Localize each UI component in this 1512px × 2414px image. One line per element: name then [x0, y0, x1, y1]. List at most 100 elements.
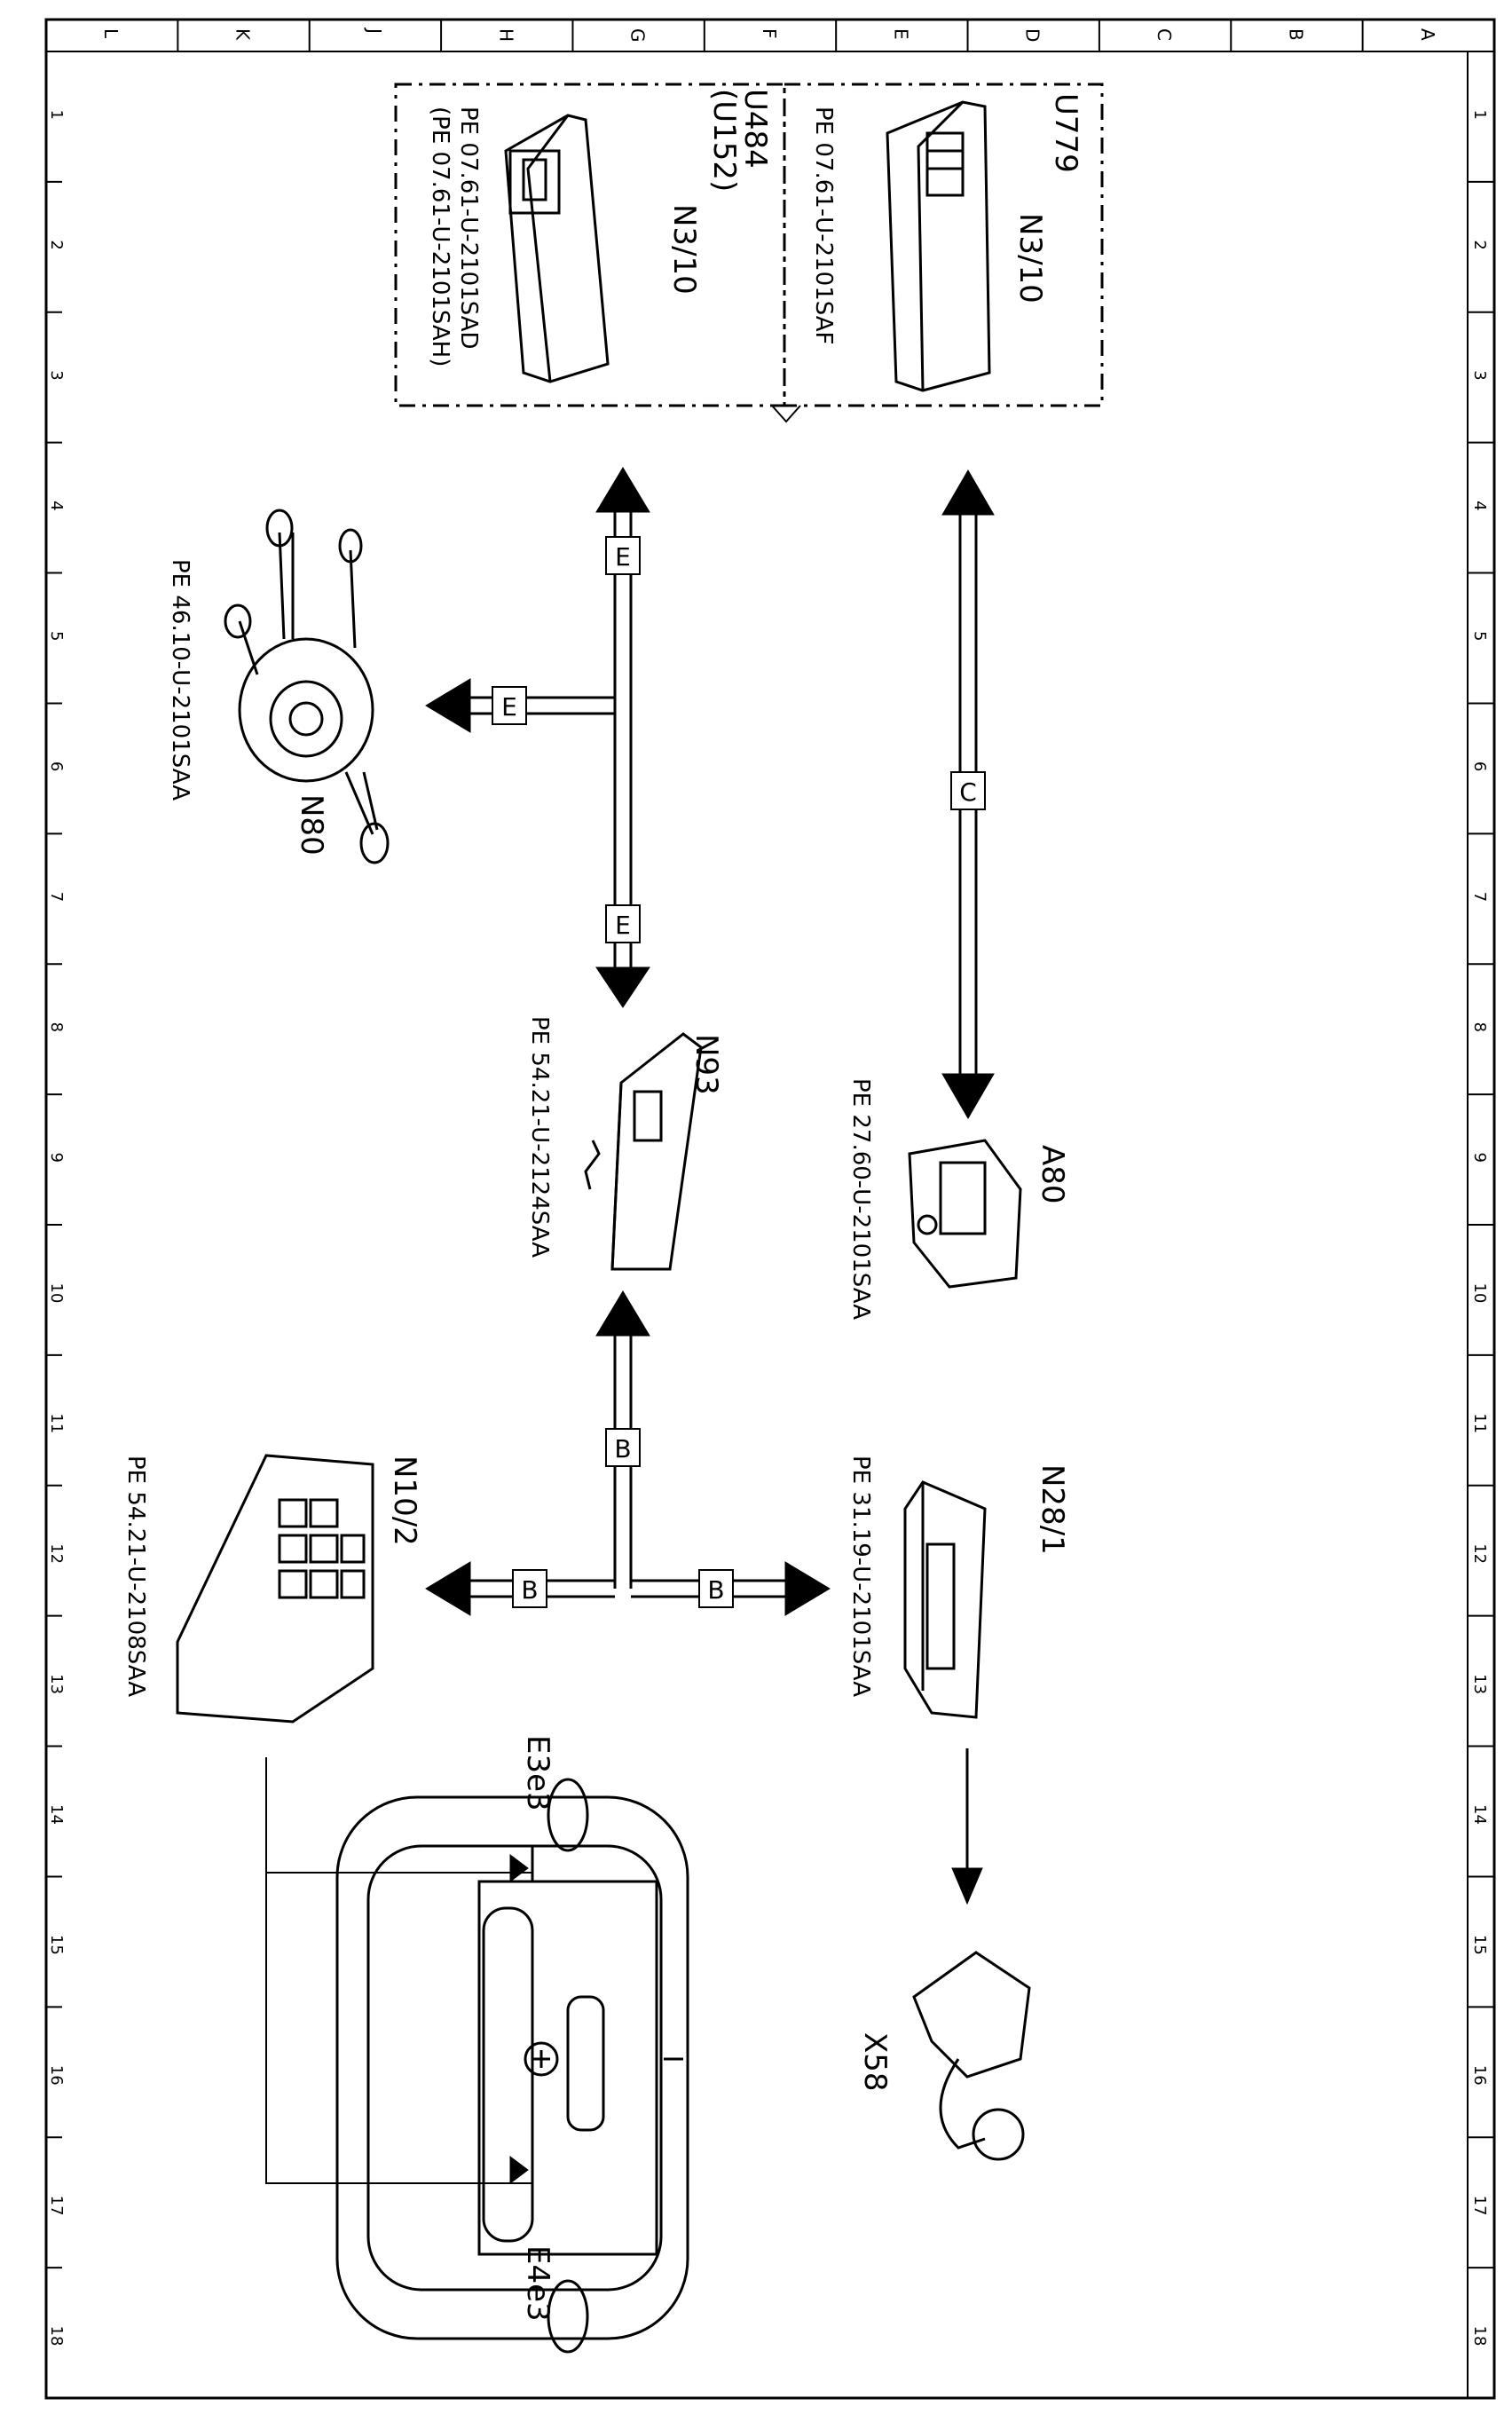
row-number: 6	[47, 761, 66, 771]
row-number: 10	[47, 1282, 66, 1303]
bus-b-line	[425, 1290, 831, 1616]
vehicle-outline	[335, 1795, 689, 2340]
u484-variant-label: U484	[737, 89, 773, 169]
e4e3-label: E4e3	[520, 2245, 555, 2322]
row-number: 7	[47, 892, 66, 902]
n80-label: N80	[294, 794, 329, 856]
n28-1-module	[903, 1480, 987, 1719]
n28-to-x58-arrow	[951, 1748, 983, 1905]
row-number: 9	[47, 1153, 66, 1163]
module-bracket-tip	[771, 405, 801, 423]
n93-module	[584, 1032, 703, 1271]
bus-e-label-2: E	[501, 692, 517, 722]
row-number: 18	[1470, 2326, 1489, 2347]
bus-b-label-3: B	[707, 1575, 724, 1605]
column-letter: L	[100, 28, 122, 39]
u152-variant-label: (U152)	[706, 89, 742, 192]
row-number: 5	[1470, 631, 1489, 641]
bus-c-label: C	[959, 777, 977, 807]
row-number: 4	[1470, 501, 1489, 510]
row-numbers: 1122334455667788991010111112121313141415…	[46, 109, 1494, 2346]
n80-steering-switch	[224, 509, 390, 864]
diagram-frame	[44, 18, 1496, 2400]
row-number: 13	[47, 1674, 66, 1694]
bus-e-label-3: E	[615, 911, 631, 940]
row-number: 15	[1470, 1935, 1489, 1955]
bus-c-tag: C	[950, 771, 986, 810]
row-number: 3	[47, 370, 66, 380]
row-number: 16	[47, 2065, 66, 2086]
column-letter: F	[759, 28, 780, 39]
n10-2-labels: N10/2 PE 54.21-U-2108SAA	[122, 1456, 422, 1697]
row-number: 14	[47, 1804, 66, 1825]
row-number: 9	[1470, 1153, 1489, 1163]
bus-b-label-1: B	[614, 1434, 631, 1463]
bus-e-line	[425, 467, 650, 1008]
n3-10-u484-device	[504, 114, 610, 383]
n3-10-u484-label: N3/10	[666, 204, 702, 295]
row-number: 5	[47, 631, 66, 641]
vehicle-labels: E3e3 E4e3	[520, 1735, 555, 2322]
row-number: 7	[1470, 892, 1489, 902]
column-letter: B	[1285, 28, 1306, 41]
x58-label: X58	[857, 2032, 893, 2092]
n10-2-label: N10/2	[387, 1456, 422, 1546]
row-number: 12	[1470, 1543, 1489, 1564]
row-number: 2	[47, 240, 66, 249]
module-group-outline	[394, 83, 1104, 407]
row-number: 15	[47, 1935, 66, 1955]
bus-b-label-2: B	[521, 1575, 538, 1605]
column-letter: J	[364, 27, 385, 34]
column-letter: G	[627, 28, 649, 43]
pe-ref-u484-b: (PE 07.61-U-2101SAH)	[427, 106, 453, 367]
bus-e-tags: E E E	[492, 536, 641, 943]
pe-ref-a80: PE 27.60-U-2101SAA	[847, 1078, 874, 1320]
row-number: 2	[1470, 240, 1489, 249]
n3-10-u779-labels: U779 N3/10 PE 07.61-U-2101SAF	[810, 93, 1083, 345]
x58-labels: X58	[857, 2032, 893, 2092]
column-letter: D	[1022, 28, 1043, 42]
row-number: 8	[1470, 1022, 1489, 1032]
pe-ref-n93: PE 54.21-U-2124SAA	[526, 1016, 553, 1258]
mirror-ornaments	[547, 1778, 589, 2354]
row-number: 11	[47, 1413, 66, 1433]
row-number: 8	[47, 1022, 66, 1032]
n93-labels: N93 PE 54.21-U-2124SAA	[526, 1016, 724, 1258]
row-number: 11	[1470, 1413, 1489, 1433]
n3-10-u779-device	[886, 100, 991, 392]
vehicle-lamp-wiring	[265, 1757, 532, 2184]
a80-labels: A80 PE 27.60-U-2101SAA	[847, 1078, 1070, 1320]
vehicle-tail-lamps	[509, 1846, 534, 2201]
row-number: 12	[47, 1543, 66, 1564]
bus-b-tags: B B B	[512, 1428, 734, 1608]
n10-2-module	[176, 1454, 374, 1724]
row-number: 1	[1470, 109, 1489, 119]
row-number: 17	[47, 2196, 66, 2216]
row-number: 1	[47, 109, 66, 119]
n28-1-label: N28/1	[1035, 1464, 1070, 1555]
u779-variant-label: U779	[1048, 93, 1083, 173]
e3e3-label: E3e3	[520, 1735, 555, 1811]
pe-ref-u484-a: PE 07.61-U-2101SAD	[455, 106, 482, 350]
row-number: 10	[1470, 1282, 1489, 1303]
a80-label: A80	[1035, 1145, 1070, 1204]
column-letter: E	[890, 28, 911, 40]
pe-ref-n80: PE 46.10-U-2101SAA	[167, 559, 193, 801]
row-number: 16	[1470, 2065, 1489, 2086]
column-letter: C	[1154, 28, 1175, 41]
pe-ref-n10-2: PE 54.21-U-2108SAA	[122, 1456, 149, 1697]
row-number: 3	[1470, 370, 1489, 380]
x58-trailer-hitch	[912, 1951, 1031, 2161]
row-number: 14	[1470, 1804, 1489, 1825]
n3-10-u779-label: N3/10	[1012, 213, 1048, 304]
column-letter: A	[1417, 28, 1438, 41]
n28-1-labels: N28/1 PE 31.19-U-2101SAA	[847, 1456, 1070, 1697]
row-number: 13	[1470, 1674, 1489, 1694]
n3-10-u484-labels: U484 (U152) N3/10 PE 07.61-U-2101SAD (PE…	[427, 89, 773, 367]
pe-ref-u779: PE 07.61-U-2101SAF	[810, 106, 837, 345]
bus-e-label-1: E	[615, 542, 631, 572]
row-number: 18	[47, 2326, 66, 2347]
n93-label: N93	[689, 1034, 724, 1095]
